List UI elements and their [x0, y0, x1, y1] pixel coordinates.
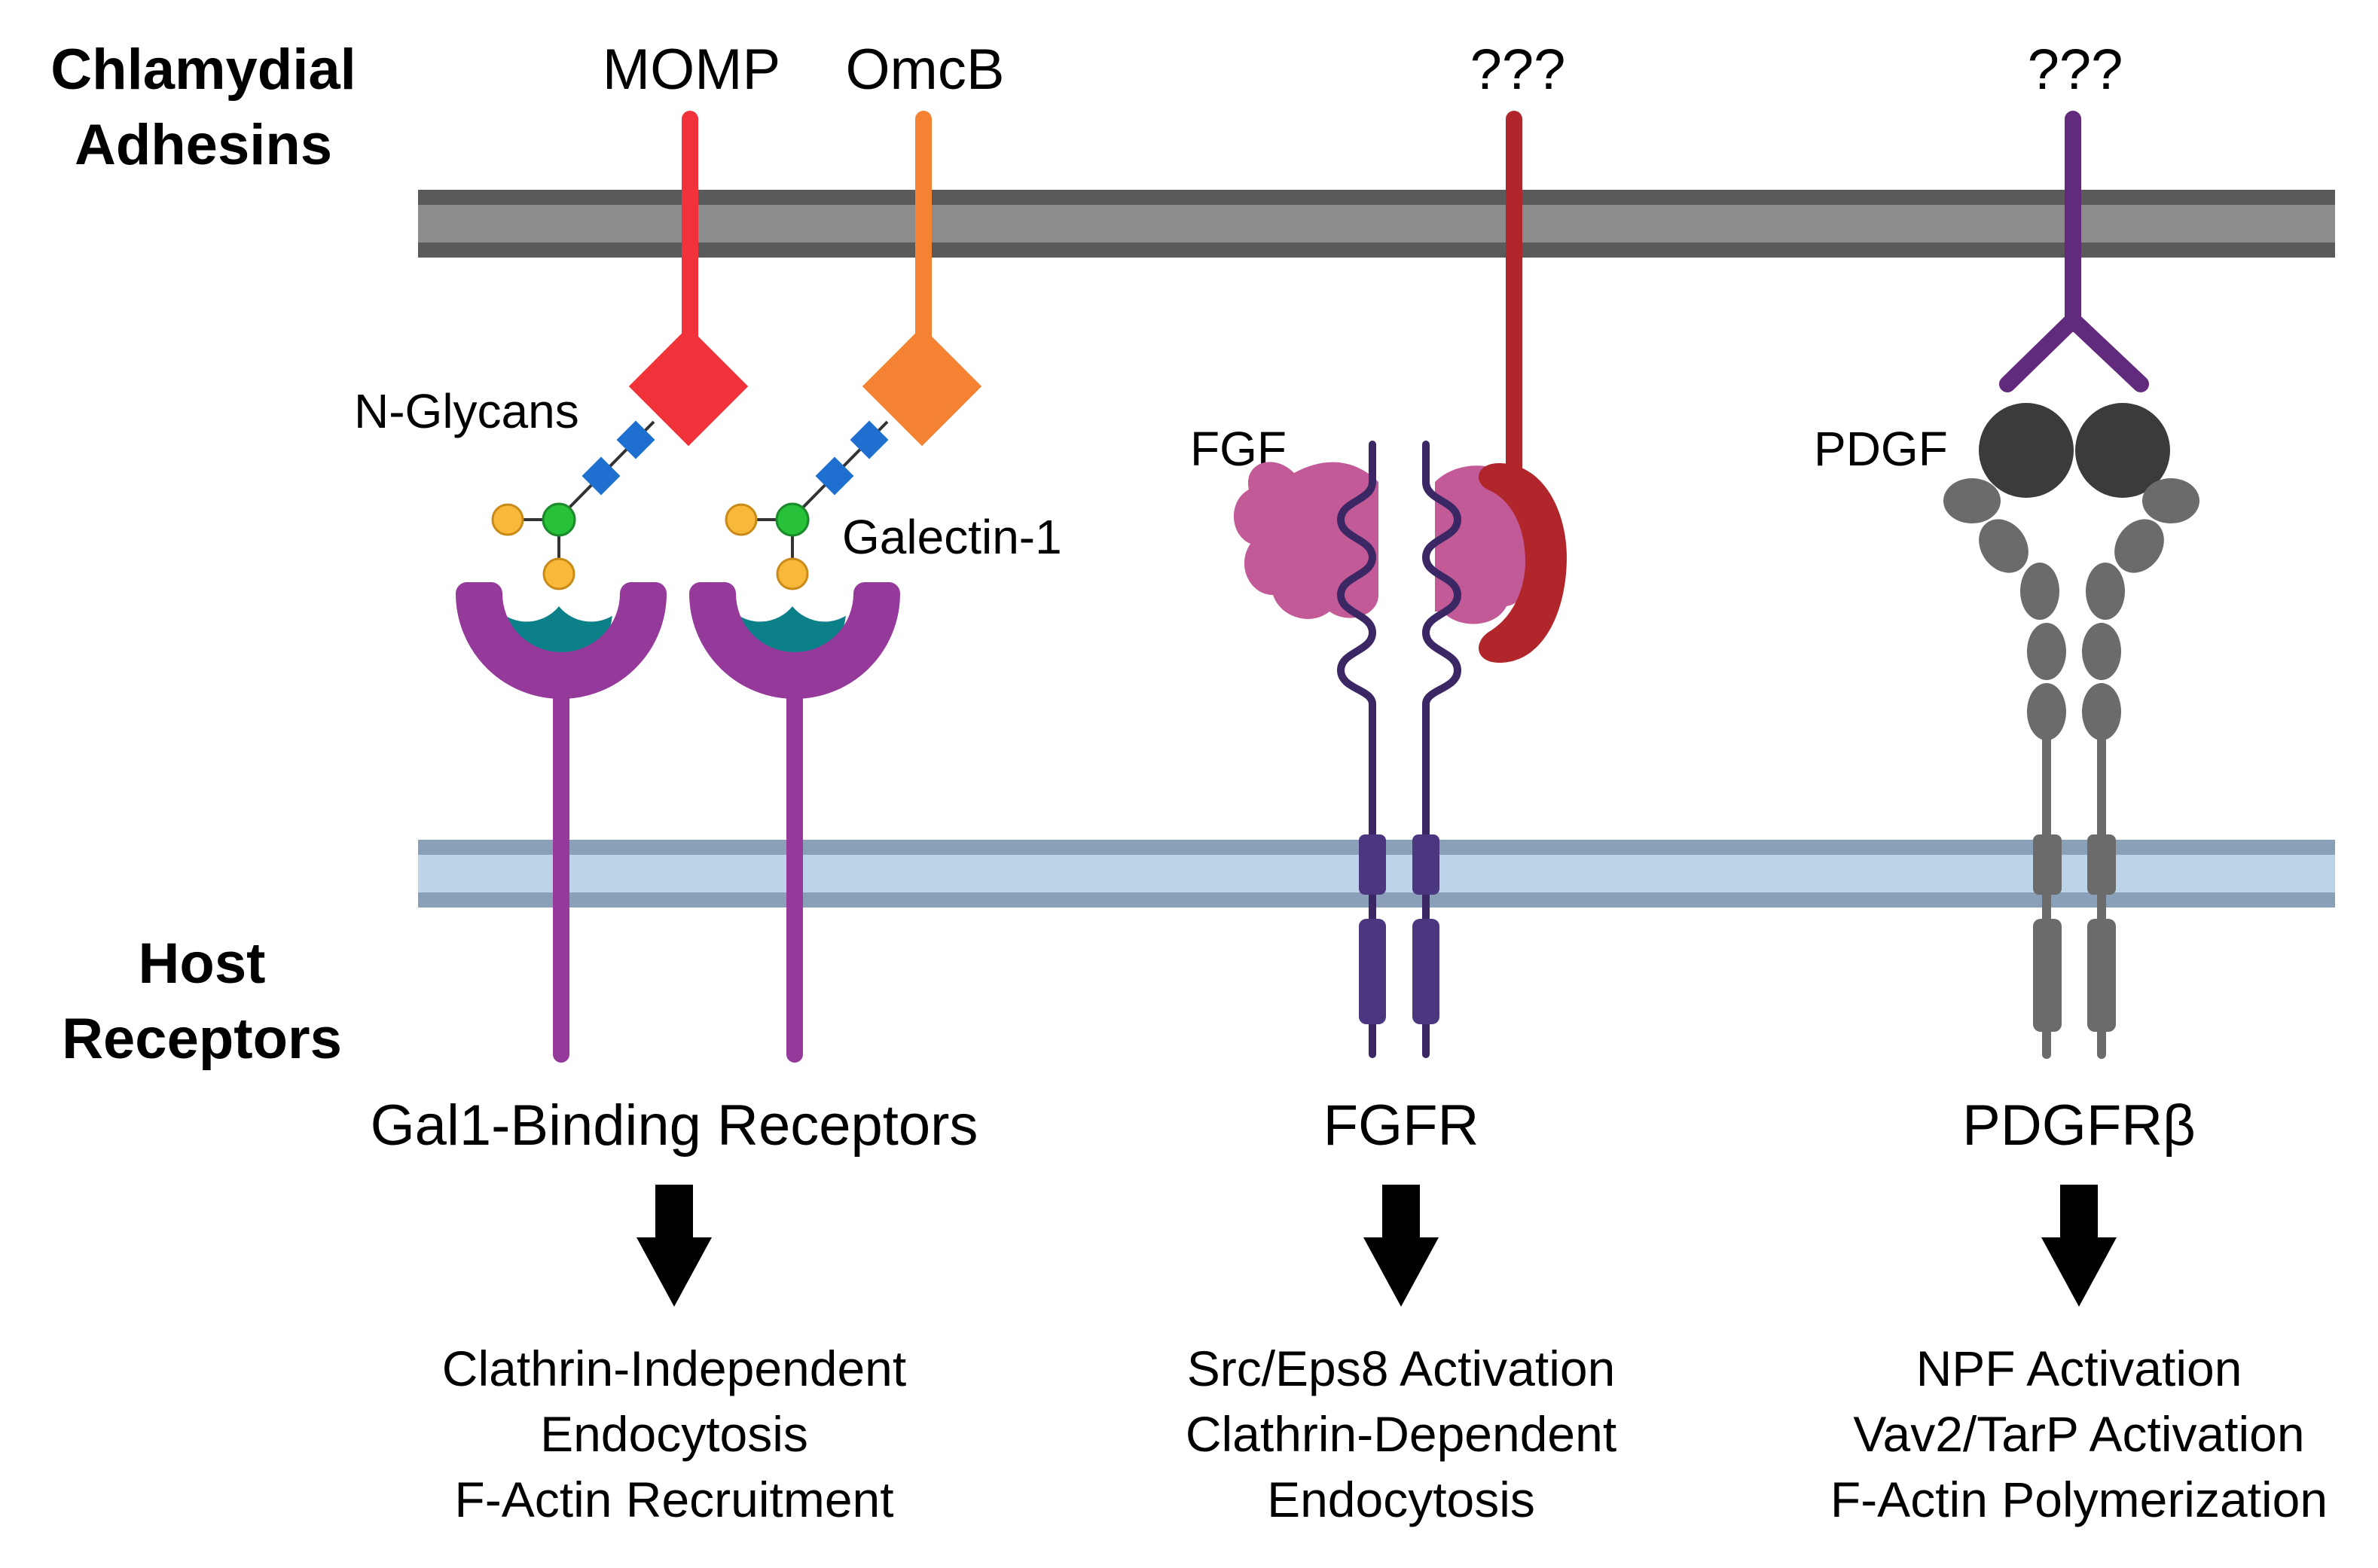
momp-glycan-chain [491, 420, 655, 590]
fgf-left-blob [1233, 462, 1378, 619]
unknown-pdgf-adhesin [1999, 111, 2149, 392]
pdgf-label: PDGF [1814, 422, 1948, 476]
gal1-down-arrow [636, 1185, 712, 1307]
gal1-receptor-2 [689, 582, 900, 1063]
fgfr-down-arrow [1363, 1185, 1439, 1307]
fgfr-right-chain [1422, 441, 1461, 1058]
unknown-pdgf-adhesin-label: ??? [2028, 38, 2123, 102]
n-glycans-label: N-Glycans [354, 384, 579, 438]
bacterial-membrane [418, 190, 2335, 258]
pdgfr-down-arrow [2041, 1185, 2117, 1307]
fgfr-outcome-line: Clathrin-Dependent [1186, 1406, 1616, 1462]
fgfr-outcome-line: Src/Eps8 Activation [1187, 1341, 1616, 1396]
pdgfr-right-chain [2082, 478, 2199, 1059]
unknown-fgf-adhesin-label: ??? [1470, 38, 1566, 102]
gal1-outcomes: Clathrin-Independent Endocytosis F-Actin… [442, 1341, 906, 1527]
pdgfr-outcome-line: NPF Activation [1916, 1341, 2242, 1396]
gal1-binding-receptors-label: Gal1-Binding Receptors [371, 1094, 978, 1158]
chlamydial-adhesins-label-line1: Chlamydial [50, 38, 356, 102]
fgfr-outcome-line: Endocytosis [1267, 1472, 1535, 1527]
omcb-glycan-chain [725, 420, 889, 590]
pdgfr-outcome-line: F-Actin Polymerization [1830, 1472, 2328, 1527]
unknown-fgf-adhesin [1479, 111, 1567, 663]
momp-adhesin [628, 111, 749, 447]
chlamydial-adhesins-label-line2: Adhesins [75, 113, 332, 177]
fgfr-left-chain [1337, 441, 1376, 1058]
host-receptors-label-line2: Receptors [62, 1007, 342, 1071]
omcb-adhesin [862, 111, 982, 447]
gal1-outcome-line: F-Actin Recruitment [454, 1472, 893, 1527]
fgfr-transmembrane-domains [1359, 834, 1439, 1024]
pdgfr-outcomes: NPF Activation Vav2/TarP Activation F-Ac… [1830, 1341, 2328, 1527]
gal1-receptor-1 [456, 582, 667, 1063]
fgfr-label: FGFR [1323, 1094, 1479, 1158]
galectin-1-label: Galectin-1 [842, 510, 1062, 564]
gal1-outcome-line: Clathrin-Independent [442, 1341, 906, 1396]
momp-label: MOMP [603, 38, 780, 102]
pdgfr-beta-label: PDGFRβ [1962, 1094, 2196, 1158]
gal1-outcome-line: Endocytosis [540, 1406, 808, 1462]
host-receptors-label-line1: Host [139, 932, 266, 996]
omcb-label: OmcB [845, 38, 1004, 102]
pdgf-dimer [1979, 403, 2170, 498]
pdgfr-left-chain [1943, 478, 2066, 1059]
pdgfr-outcome-line: Vav2/TarP Activation [1853, 1406, 2304, 1462]
fgfr-outcomes: Src/Eps8 Activation Clathrin-Dependent E… [1186, 1341, 1616, 1527]
